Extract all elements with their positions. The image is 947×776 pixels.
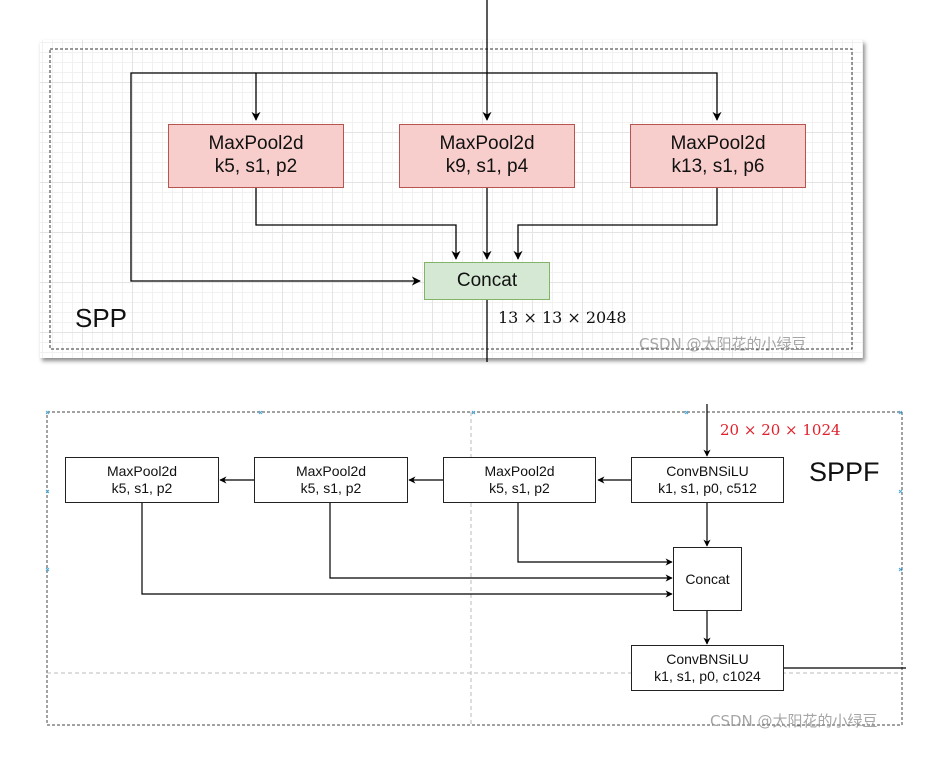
sppf-input-shape: 20 × 20 × 1024 xyxy=(720,421,841,439)
spp-pool1-to-concat xyxy=(255,188,461,260)
pool-name: MaxPool2d xyxy=(484,463,555,480)
spp-title: SPP xyxy=(75,303,128,333)
pool-params: k5, s1, p2 xyxy=(489,480,550,496)
pool-params: k9, s1, p4 xyxy=(445,156,529,177)
spp-group-border xyxy=(49,48,853,350)
spp-maxpool-k5[interactable]: MaxPool2d k5, s1, p2 xyxy=(168,124,344,188)
spp-watermark: CSDN @太阳花的小绿豆 xyxy=(639,335,807,353)
sppf-maxpool-3[interactable]: MaxPool2d k5, s1, p2 xyxy=(65,457,219,503)
spp-maxpool-k13[interactable]: MaxPool2d k13, s1, p6 xyxy=(630,124,806,188)
sppf-pool1-to-concat xyxy=(517,502,673,566)
conv-params: k1, s1, p0, c1024 xyxy=(654,668,761,684)
spp-input-to-pool3 xyxy=(487,72,722,121)
sppf-conv-in[interactable]: ConvBNSiLU k1, s1, p0, c512 xyxy=(631,457,784,503)
spp-output-shape: 13 × 13 × 2048 xyxy=(498,308,627,327)
sppf-conv-out[interactable]: ConvBNSiLU k1, s1, p0, c1024 xyxy=(631,645,784,691)
concat-label: Concat xyxy=(685,570,730,587)
sppf-watermark: CSDN @太阳花的小绿豆 xyxy=(710,712,878,730)
pool-params: k13, s1, p6 xyxy=(671,156,765,177)
spp-maxpool-k9[interactable]: MaxPool2d k9, s1, p4 xyxy=(399,124,575,188)
conv-name: ConvBNSiLU xyxy=(666,463,749,480)
pool-params: k5, s1, p2 xyxy=(214,156,298,177)
spp-pool3-to-concat xyxy=(513,188,718,260)
sppf-pool3-to-concat xyxy=(141,502,673,598)
sppf-maxpool-1[interactable]: MaxPool2d k5, s1, p2 xyxy=(443,457,596,503)
sppf-title: SPPF xyxy=(809,457,880,487)
spp-concat[interactable]: Concat xyxy=(424,262,550,300)
sppf-pool2-to-concat xyxy=(329,502,673,582)
conv-name: ConvBNSiLU xyxy=(666,651,749,668)
pool-name: MaxPool2d xyxy=(670,133,766,155)
pool-name: MaxPool2d xyxy=(208,133,304,155)
pool-name: MaxPool2d xyxy=(439,133,535,155)
sppf-maxpool-2[interactable]: MaxPool2d k5, s1, p2 xyxy=(254,457,408,503)
pool-params: k5, s1, p2 xyxy=(300,480,362,496)
spp-skip-to-concat xyxy=(130,72,421,286)
spp-diagram-panel xyxy=(40,40,863,358)
pool-name: MaxPool2d xyxy=(295,463,367,480)
concat-label: Concat xyxy=(456,269,518,291)
sppf-concat[interactable]: Concat xyxy=(673,547,742,611)
conv-params: k1, s1, p0, c512 xyxy=(658,480,757,496)
pool-name: MaxPool2d xyxy=(106,463,178,480)
pool-params: k5, s1, p2 xyxy=(111,480,173,496)
